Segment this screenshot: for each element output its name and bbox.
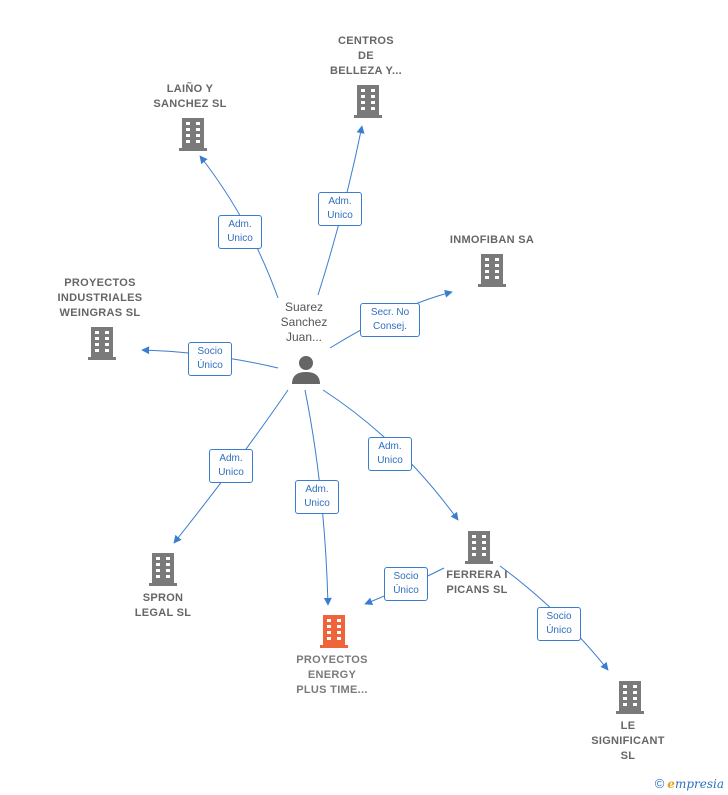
edge-label-ferrera: Adm. Unico xyxy=(368,437,412,471)
building-icon-highlight xyxy=(320,615,348,648)
building-icon xyxy=(478,254,506,287)
building-icon xyxy=(88,327,116,360)
edge-label-proyectos-ind: Socio Único xyxy=(188,342,232,376)
building-icon xyxy=(149,553,177,586)
footer-brand: ©empresia xyxy=(655,776,724,791)
copyright-icon: © xyxy=(654,776,665,791)
node-label-proyectos-ind[interactable]: PROYECTOS INDUSTRIALES WEINGRAS SL xyxy=(57,277,143,319)
node-label-proyectos-energy[interactable]: PROYECTOS ENERGY PLUS TIME... xyxy=(296,654,368,696)
building-icon xyxy=(616,681,644,714)
edge-label-inmofiban: Secr. No Consej. xyxy=(360,303,420,337)
building-icon xyxy=(179,118,207,151)
edge-label-spron: Adm. Unico xyxy=(209,449,253,483)
node-label-centros[interactable]: CENTROS DE BELLEZA Y... xyxy=(329,35,403,77)
edge-label-laino: Adm. Unico xyxy=(218,215,262,249)
person-icon xyxy=(292,356,320,384)
edge-label-le-significant: Socio Único xyxy=(537,607,581,641)
brand-logo: mpresia xyxy=(674,777,724,791)
edge-label-proyectos-energy: Adm. Unico xyxy=(295,480,339,514)
edge-label-centros: Adm. Unico xyxy=(318,192,362,226)
building-icon xyxy=(465,531,493,564)
node-label-ferrera[interactable]: FERRERA I PICANS SL xyxy=(446,569,508,596)
person-label[interactable]: Suarez Sanchez Juan... xyxy=(280,300,328,344)
edge-label-ferrera-energy: Socio Único xyxy=(384,567,428,601)
node-label-spron[interactable]: SPRON LEGAL SL xyxy=(134,592,192,619)
node-label-laino[interactable]: LAIÑO Y SANCHEZ SL xyxy=(153,83,227,110)
building-icon xyxy=(354,85,382,118)
node-label-le-significant[interactable]: LE SIGNIFICANT SL xyxy=(591,720,665,762)
node-label-inmofiban[interactable]: INMOFIBAN SA xyxy=(449,234,535,246)
brand-logo-initial: e xyxy=(667,777,675,791)
